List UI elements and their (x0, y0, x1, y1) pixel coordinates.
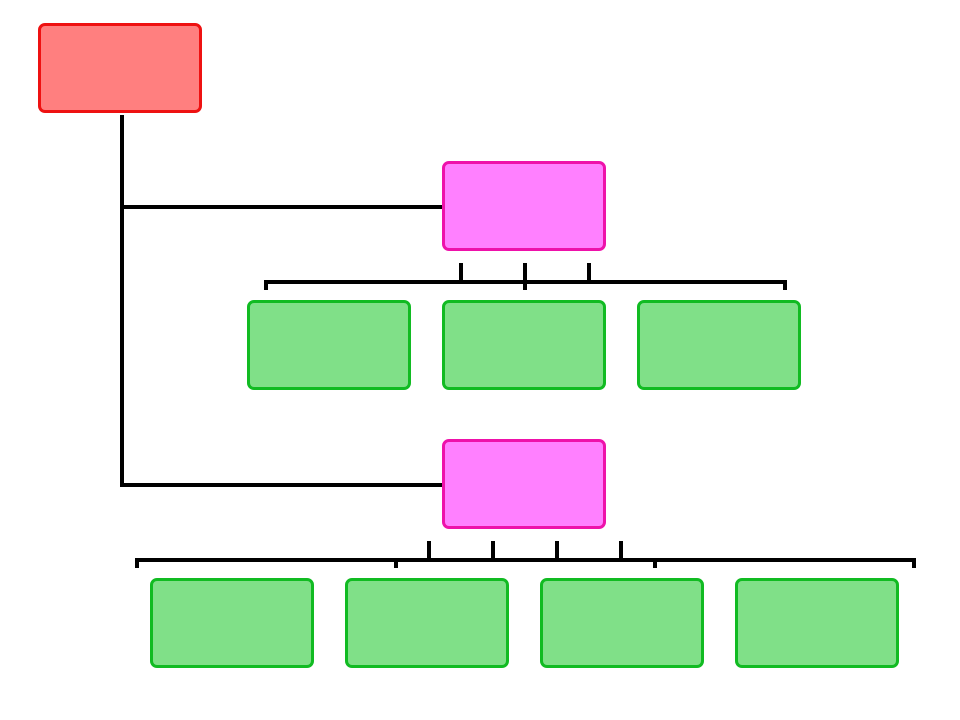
branch-1-child-node-1[interactable] (247, 300, 411, 390)
branch-2-child-node-1[interactable] (150, 578, 314, 668)
branch-2-child-node-4[interactable] (735, 578, 899, 668)
branch-2-child-node-3[interactable] (540, 578, 704, 668)
branch-1-child-node-3[interactable] (637, 300, 801, 390)
branch-1-child-node-2[interactable] (442, 300, 606, 390)
branch-2-child-node-2[interactable] (345, 578, 509, 668)
root-node[interactable] (38, 23, 202, 113)
branch-node-1[interactable] (442, 161, 606, 251)
branch-node-2[interactable] (442, 439, 606, 529)
